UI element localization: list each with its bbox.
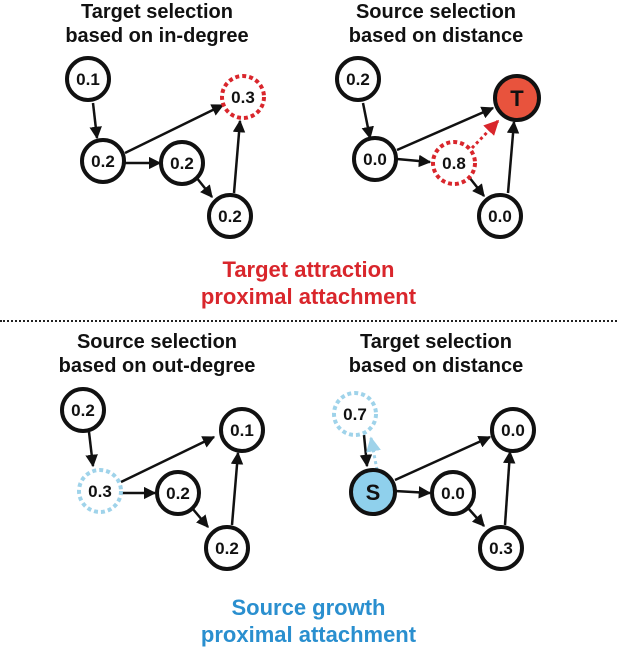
node: 0.3 [478,525,524,571]
node: 0.2 [207,193,253,239]
caption-line: proximal attachment [200,284,417,309]
node: 0.0 [430,470,476,516]
title-line: Target selection [360,331,512,353]
edge [232,119,246,194]
edge [506,120,520,194]
node-label: 0.0 [441,484,465,503]
edge [85,431,98,468]
top-right-edges [361,102,520,197]
top-left-nodes: 0.1 0.2 0.2 0.2 0.3 [65,56,266,239]
node-label: T [510,86,524,111]
node-label: 0.3 [489,539,513,558]
bottom-right-edges [359,434,516,527]
edge [396,154,432,168]
panel-title-bottom-left: Source selection based on out-degree [7,330,307,378]
top-right-nodes: 0.2 0.0 0.8 0.0 T [335,56,541,239]
node-selected-target: 0.7 [332,391,378,437]
edge [89,102,102,140]
node-label: 0.2 [91,152,115,171]
edge [120,435,216,484]
node: 0.0 [477,193,523,239]
node-label: 0.0 [501,421,525,440]
node-selected-source: 0.8 [431,140,477,186]
panel-title-top-right: Source selection based on distance [286,0,586,48]
bottom-left-edges [85,431,244,528]
bottom-left-nodes: 0.2 0.3 0.2 0.2 0.1 [60,387,265,571]
node-label: S [366,480,381,505]
edge [195,176,213,198]
node-label: 0.3 [88,482,112,501]
node-label: 0.2 [170,154,194,173]
edge [230,451,244,526]
node: 0.2 [60,387,106,433]
edge-proximal-blue [366,436,381,471]
node: 0.2 [335,56,381,102]
caption-line: Source growth [231,595,386,620]
edge [359,434,373,468]
edge [124,103,225,155]
node: 0.0 [490,407,536,453]
node-source-S: S [349,468,397,516]
title-line: based on in-degree [65,25,249,47]
caption-line: proximal attachment [200,622,417,647]
panel-title-bottom-right: Target selection based on distance [286,330,586,378]
title-line: Target selection [81,1,233,23]
title-line: Source selection [355,1,517,23]
title-line: based on distance [348,25,524,47]
node: 0.2 [159,140,205,186]
title-line: Source selection [76,331,238,353]
node: 0.2 [155,470,201,516]
edge-proximal-red [470,119,500,150]
edge [394,435,492,482]
edge [361,102,374,140]
edge [394,486,432,499]
node-label: 0.2 [71,401,95,420]
node-label: 0.3 [231,88,255,107]
node-label: 0.2 [166,484,190,503]
node-label: 0.7 [343,405,367,424]
section-divider [0,320,617,322]
node-label: 0.0 [488,207,512,226]
node: 0.1 [219,407,265,453]
node: 0.2 [204,525,250,571]
panel-title-top-left: Target selection based on in-degree [7,0,307,48]
node-label: 0.2 [346,70,370,89]
caption-line: Target attraction [222,257,395,282]
caption-source-growth: Source growth proximal attachment [0,594,617,648]
edge [191,507,209,528]
node-label: 0.1 [230,421,254,440]
title-line: based on distance [348,355,524,377]
title-line: based on out-degree [58,355,256,377]
bottom-right-nodes: 0.7 S 0.0 0.3 0.0 [332,391,536,571]
edge [502,450,516,526]
top-left-edges [89,102,246,198]
node: 0.1 [65,56,111,102]
node-target-T: T [493,74,541,122]
node-label: 0.8 [442,154,466,173]
node-label: 0.1 [76,70,100,89]
node-label: 0.2 [218,207,242,226]
edge [467,507,485,527]
node-label: 0.0 [363,150,387,169]
node-label: 0.2 [215,539,239,558]
node: 0.0 [352,136,398,182]
node: 0.2 [80,138,126,184]
node-selected-source: 0.3 [77,468,123,514]
node-selected-target: 0.3 [220,74,266,120]
edge [468,176,485,197]
caption-target-attraction: Target attraction proximal attachment [0,256,617,310]
edge [396,106,495,152]
